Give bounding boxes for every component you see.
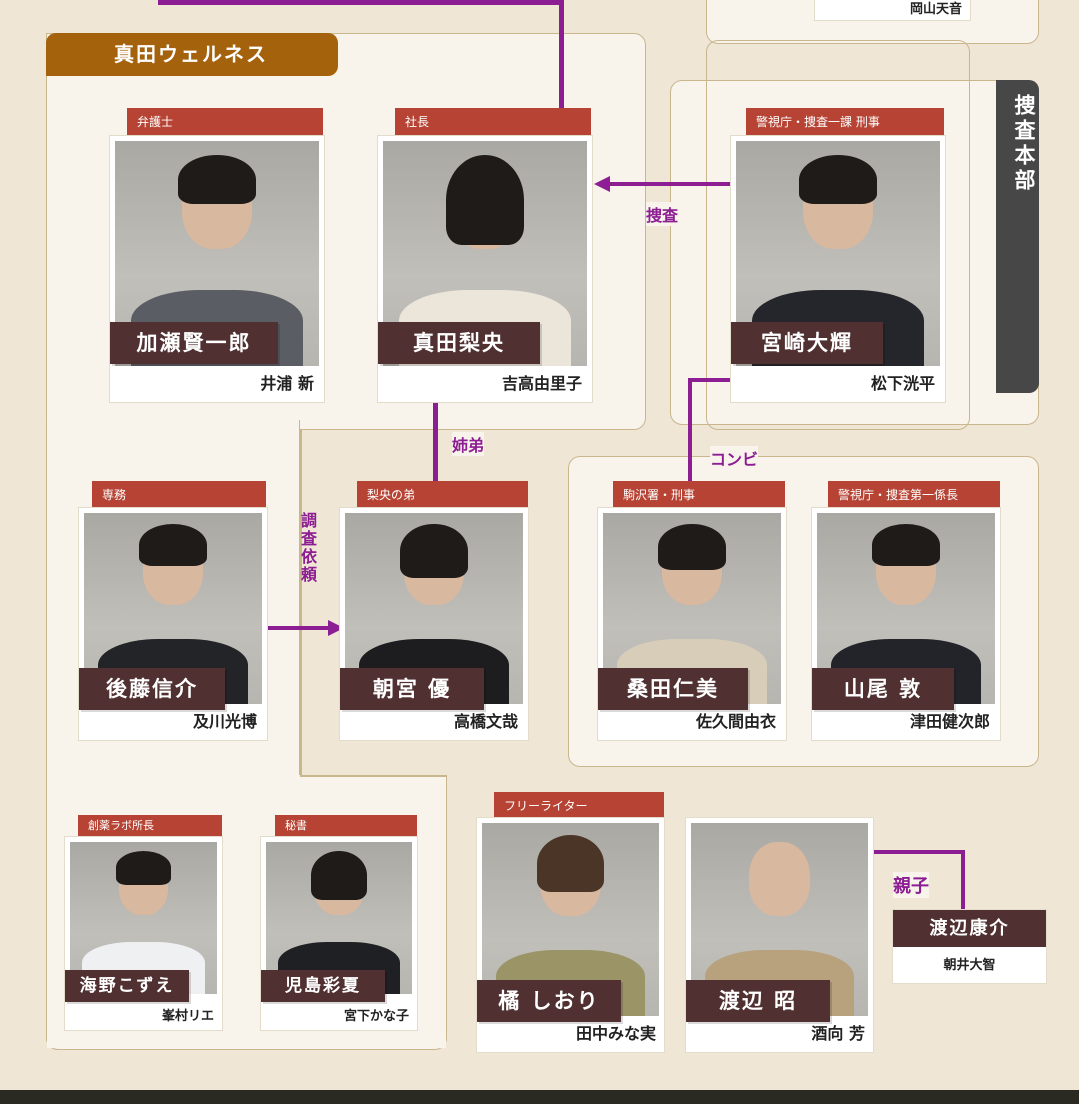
name-plate-rio: 真田梨央 [378,322,540,364]
line-combo-v [688,378,692,482]
person-card-watanabe-kosuke[interactable]: 渡辺康介 朝井大智 [893,910,1046,983]
actor-kojima: 宮下かな子 [343,1009,409,1024]
hair-kojima [311,851,367,900]
line-top-horizontal [158,0,506,5]
head-watanabe-akira [749,842,810,916]
name-plate-umino: 海野こずえ [65,970,189,1002]
hair-umino [115,851,172,885]
role-label-kase: 弁護士 [127,108,323,136]
relation-investigation: 捜査 [646,202,679,226]
hair-tachibana [536,834,605,893]
role-label-asamiya: 梨央の弟 [357,481,528,509]
person-card-rio[interactable]: 吉高由里子 [378,136,592,402]
actor-yamao: 津田健次郎 [909,712,990,731]
investigation-hq-tab: 捜査本部 [996,80,1039,393]
line-siblings [433,400,438,482]
top-card-actor: 岡山天音 [909,2,962,17]
relation-combo: コンビ [710,446,759,470]
name-plate-watanabe-akira: 渡辺 昭 [686,980,830,1022]
name-plate-asamiya: 朝宮 優 [340,668,484,710]
actor-umino: 峯村リエ [161,1009,214,1024]
name-plate-kojima: 児島彩夏 [261,970,385,1002]
name-plate-tachibana: 橘 しおり [477,980,621,1022]
role-label-miyazaki: 警視庁・捜査一課 刑事 [746,108,944,136]
line-top-seg [506,0,564,5]
hair-kuwata [658,524,726,571]
hair-goto [139,524,207,567]
actor-asamiya: 高橋文哉 [453,712,518,731]
hair-miyazaki [799,154,877,204]
name-plate-watanabe-kosuke: 渡辺康介 [893,910,1046,947]
line-investigation [610,182,732,186]
line-request [266,626,332,630]
actor-kase: 井浦 新 [260,374,314,393]
role-label-yamao: 警視庁・捜査第一係長 [828,481,1000,509]
actor-rio: 吉高由里子 [501,374,582,393]
actor-watanabe-akira: 酒向 芳 [811,1024,865,1043]
role-label-kuwata: 駒沢署・刑事 [613,481,785,509]
line-parent-h [873,850,965,854]
footer-bar [0,1090,1079,1104]
relation-parent-child: 親子 [893,872,929,898]
name-plate-kase: 加瀬賢一郎 [110,322,278,364]
name-plate-kuwata: 桑田仁美 [598,668,748,710]
name-plate-yamao: 山尾 敦 [812,668,954,710]
company-panel-divider [300,430,302,776]
relation-request: 調査依頼 [298,512,317,584]
relation-siblings: 姉弟 [452,432,485,456]
name-plate-goto: 後藤信介 [79,668,225,710]
role-label-goto: 専務 [92,481,266,509]
hair-kase [178,154,256,204]
role-label-umino: 創薬ラボ所長 [78,815,222,837]
role-label-tachibana: フリーライター [494,792,664,820]
hq-inner-panel [706,40,970,430]
actor-tachibana: 田中みな実 [575,1024,656,1043]
line-top-to-rio-v [559,0,564,108]
hair-asamiya [400,524,468,578]
company-panel-divider-2 [300,775,446,777]
role-label-rio: 社長 [395,108,591,136]
role-label-kojima: 秘書 [275,815,417,837]
actor-watanabe-kosuke: 朝井大智 [943,958,996,973]
arrow-investigation [594,176,610,192]
actor-goto: 及川光博 [192,712,257,731]
line-parent-v [961,850,965,912]
hq-title: 捜査本部 [1012,94,1036,194]
hair-yamao [872,524,940,567]
hair-rio [446,154,524,245]
line-combo-h [688,378,732,382]
company-group-header: 真田ウェルネス [46,33,338,76]
actor-kuwata: 佐久間由衣 [695,712,776,731]
name-plate-miyazaki: 宮崎大輝 [731,322,883,364]
actor-miyazaki: 松下洸平 [870,374,935,393]
top-card[interactable]: 岡山天音 [815,0,970,20]
